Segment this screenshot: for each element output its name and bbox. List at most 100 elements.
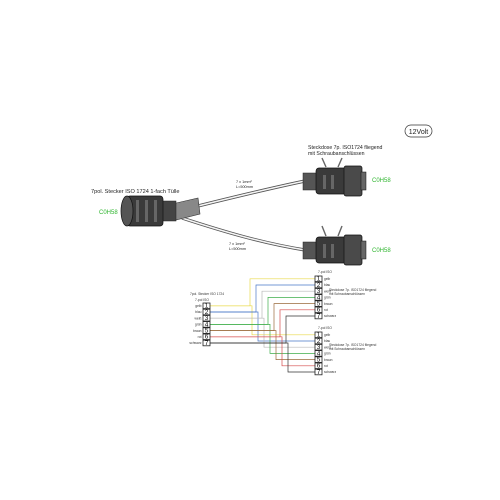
cable-upper-cross-section: 7 x 1mm² bbox=[236, 180, 253, 184]
socket-lower-bracket bbox=[321, 225, 327, 237]
plug-code: C0H58 bbox=[99, 210, 118, 216]
wire-schwarz-right-bottom bbox=[210, 342, 315, 373]
wire-blau-right-top bbox=[210, 284, 315, 313]
pin-number-right-top-5: 5 bbox=[317, 301, 321, 308]
wire-weiß-right-bottom bbox=[210, 317, 315, 348]
wire-rot-right-top bbox=[210, 309, 315, 338]
wire-schwarz-right-top bbox=[210, 315, 315, 344]
pin-box-left-2 bbox=[202, 308, 211, 316]
wire-label-left-1: gelb bbox=[195, 304, 201, 308]
pin-box-left-3 bbox=[202, 314, 211, 322]
wiring-schematic: 7pol. Stecker ISO 1724 7-pol ISO 7-pol I… bbox=[189, 270, 376, 376]
wire-rot-right-bottom bbox=[210, 336, 315, 367]
socket-lower-code: C0H58 bbox=[372, 248, 391, 254]
pin-number-left-6: 6 bbox=[205, 334, 209, 341]
pin-box-right-top-7 bbox=[314, 312, 323, 320]
socket-upper-bracket bbox=[321, 157, 327, 168]
schematic-right-top-note-2: mit Schraubanschlüssen bbox=[329, 292, 365, 296]
schematic-right-bottom-note-1: Steckdose 7p. ISO1724 fliegend bbox=[329, 343, 376, 347]
pin-number-right-bottom-3: 3 bbox=[317, 344, 321, 351]
cable-upper-length: L=500mm bbox=[236, 185, 253, 189]
pin-box-right-top-2 bbox=[314, 281, 323, 289]
voltage-badge-outline bbox=[404, 124, 433, 138]
schematic-left-subtitle: 7-pol ISO bbox=[195, 298, 209, 302]
pin-number-right-top-3: 3 bbox=[317, 288, 321, 295]
pin-number-right-bottom-2: 2 bbox=[317, 338, 321, 345]
voltage-label: 12Volt bbox=[409, 129, 429, 136]
pin-number-right-top-2: 2 bbox=[317, 282, 321, 289]
pin-box-right-top-5 bbox=[314, 300, 323, 307]
socket-upper-title: Steckdose 7p. ISO1724 fliegend bbox=[308, 145, 383, 151]
wire-label-right-bottom-1: gelb bbox=[324, 333, 330, 337]
pin-box-right-bottom-2 bbox=[314, 337, 323, 345]
socket-upper-subtitle: mit Schraubanschlüssen bbox=[308, 151, 365, 157]
pin-box-right-bottom-3 bbox=[314, 343, 323, 351]
pin-box-left-4 bbox=[202, 321, 211, 328]
pin-number-right-top-7: 7 bbox=[317, 313, 321, 320]
pin-box-right-top-1 bbox=[314, 275, 323, 282]
wire-label-left-3: weiß bbox=[195, 316, 202, 320]
socket-lower-cap bbox=[343, 234, 363, 266]
wire-label-left-6: rot bbox=[198, 335, 202, 339]
pin-number-left-7: 7 bbox=[205, 340, 209, 347]
socket-lower bbox=[302, 225, 367, 266]
pin-box-right-top-3 bbox=[314, 287, 323, 295]
wire-weiß-right-top bbox=[210, 290, 315, 319]
pin-number-left-2: 2 bbox=[205, 309, 209, 316]
pin-number-right-top-6: 6 bbox=[317, 307, 321, 314]
wire-blau-right-bottom bbox=[210, 311, 315, 342]
wire-grün-right-top bbox=[210, 297, 315, 325]
wire-label-right-bottom-4: grün bbox=[324, 352, 331, 356]
pin-box-left-7 bbox=[202, 339, 211, 347]
pin-number-left-5: 5 bbox=[205, 328, 209, 335]
pin-box-right-top-6 bbox=[314, 306, 323, 313]
schematic-right-top-note-1: Steckdose 7p. ISO1724 fliegend bbox=[329, 288, 376, 292]
wire-label-left-5: braun bbox=[193, 329, 202, 333]
pin-box-right-top-4 bbox=[314, 294, 323, 301]
pin-box-right-bottom-6 bbox=[314, 362, 323, 369]
wire-label-right-top-5: braun bbox=[324, 302, 333, 306]
wire-label-right-bottom-2: blau bbox=[324, 339, 330, 343]
wire-label-right-top-6: rot bbox=[324, 308, 328, 312]
pin-number-right-top-4: 4 bbox=[317, 294, 321, 301]
wire-label-right-top-2: blau bbox=[324, 283, 330, 287]
cable-lower-cross-section: 7 x 1mm² bbox=[229, 242, 246, 246]
pin-number-right-bottom-1: 1 bbox=[317, 332, 321, 339]
pin-number-left-4: 4 bbox=[205, 321, 209, 328]
wire-label-right-top-3: weiß bbox=[324, 289, 331, 293]
wire-braun-right-top bbox=[210, 303, 315, 331]
pin-box-left-5 bbox=[202, 327, 211, 334]
socket-upper-cap bbox=[343, 165, 363, 197]
pin-box-left-1 bbox=[202, 302, 211, 309]
wire-label-right-top-1: gelb bbox=[324, 277, 330, 281]
pin-number-right-bottom-5: 5 bbox=[317, 357, 321, 364]
pin-number-right-bottom-4: 4 bbox=[317, 350, 321, 357]
voltage-badge: 12Volt bbox=[404, 124, 433, 138]
pin-number-left-3: 3 bbox=[205, 315, 209, 322]
pin-box-right-bottom-1 bbox=[314, 331, 323, 338]
cables bbox=[181, 179, 306, 252]
wire-label-right-bottom-6: rot bbox=[324, 364, 328, 368]
wire-braun-right-bottom bbox=[210, 330, 315, 360]
socket-upper bbox=[302, 157, 367, 197]
pin-number-left-1: 1 bbox=[205, 303, 209, 310]
pin-box-right-bottom-5 bbox=[314, 356, 323, 363]
schematic-wires bbox=[210, 278, 315, 373]
socket-upper-code: C0H58 bbox=[372, 178, 391, 184]
schematic-right-bottom-note-2: mit Schraubanschlüssen bbox=[329, 347, 365, 351]
wire-gelb-right-bottom bbox=[210, 305, 315, 336]
wire-label-left-7: schwarz bbox=[189, 341, 201, 345]
pin-box-right-bottom-7 bbox=[314, 368, 323, 376]
schematic-right-bottom-header: 7-pol ISO bbox=[318, 326, 332, 330]
plug-7pin bbox=[120, 195, 201, 227]
schematic-left-title: 7pol. Stecker ISO 1724 bbox=[190, 292, 224, 296]
wire-label-left-2: blau bbox=[195, 310, 201, 314]
schematic-right-top-header: 7-pol ISO bbox=[318, 270, 332, 274]
wire-grün-right-bottom bbox=[210, 324, 315, 354]
pin-box-left-6 bbox=[202, 333, 211, 340]
wire-label-left-4: grün bbox=[195, 323, 202, 327]
wire-label-right-bottom-3: weiß bbox=[324, 345, 331, 349]
cable-lower-length: L=500mm bbox=[229, 247, 246, 251]
